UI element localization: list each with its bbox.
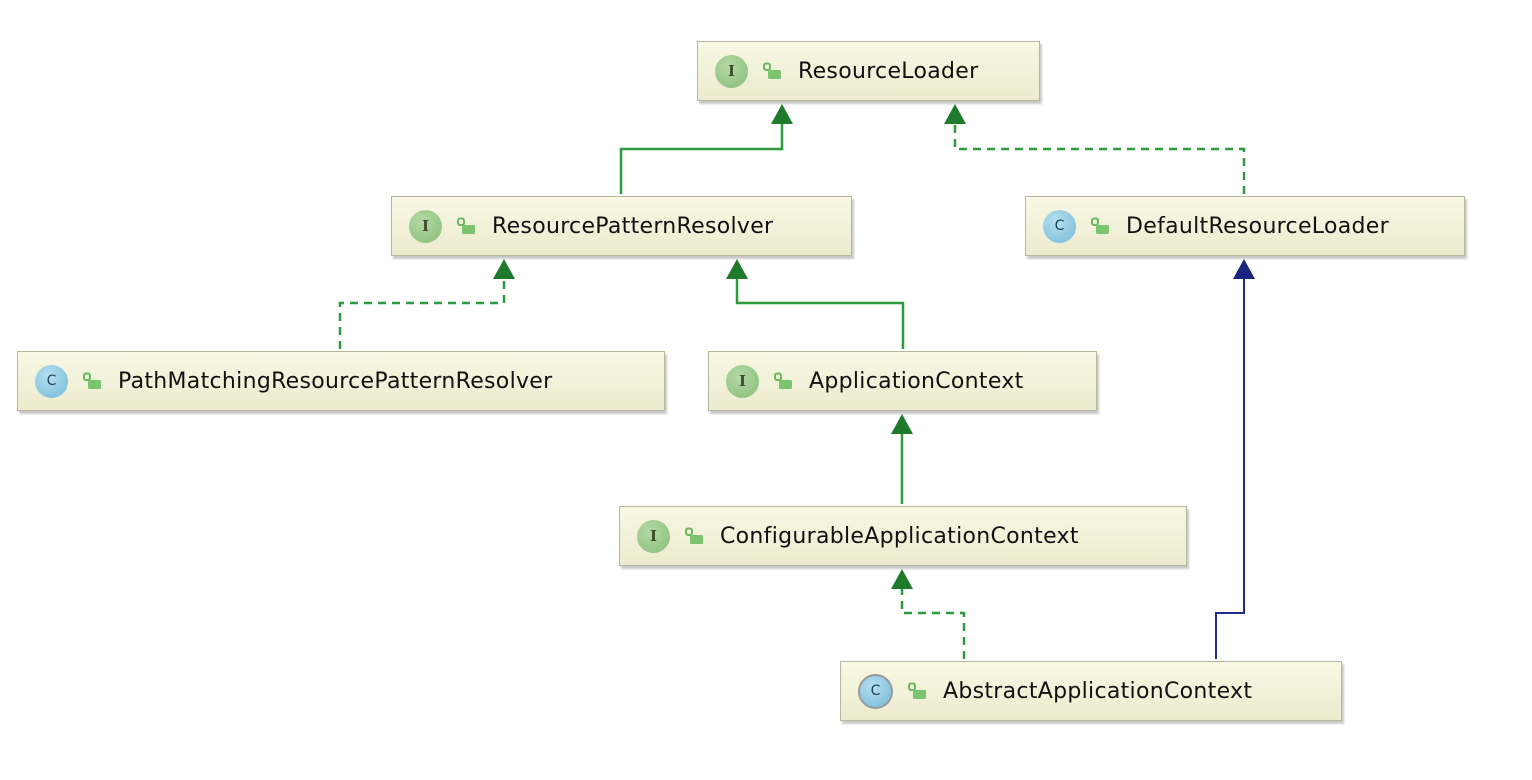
node-name: ConfigurableApplicationContext: [720, 523, 1079, 549]
class-badge-icon: C: [1043, 209, 1076, 243]
node-abstractapplicationcontext[interactable]: C AbstractApplicationContext: [840, 661, 1342, 721]
arrowhead: [944, 104, 966, 124]
edge-defaultresourceloader-to-resourceloader: [944, 104, 1246, 194]
node-name: ApplicationContext: [809, 368, 1024, 394]
edge-abstract-to-defaultresourceloader: [1215, 259, 1255, 659]
access-public-icon: [685, 527, 703, 544]
class-badge-icon: C: [35, 364, 68, 398]
arrowhead: [1233, 259, 1255, 279]
access-public-icon: [457, 217, 475, 234]
access-public-icon: [774, 372, 792, 389]
arrowhead: [726, 259, 748, 279]
node-name: ResourceLoader: [798, 58, 979, 84]
node-configurableapplicationcontext[interactable]: I ConfigurableApplicationContext: [619, 506, 1187, 566]
node-name: ResourcePatternResolver: [492, 213, 774, 239]
node-applicationcontext[interactable]: I ApplicationContext: [708, 351, 1097, 411]
interface-badge-icon: I: [726, 364, 759, 398]
edge-abstract-to-configurable: [891, 569, 966, 659]
access-public-icon: [1091, 217, 1109, 234]
node-name: PathMatchingResourcePatternResolver: [118, 368, 553, 394]
arrowhead: [771, 104, 793, 124]
interface-badge-icon: I: [409, 209, 442, 243]
edge-applicationcontext-to-resourcepatternresolver: [726, 259, 905, 349]
node-name: DefaultResourceLoader: [1126, 213, 1389, 239]
node-defaultresourceloader[interactable]: C DefaultResourceLoader: [1025, 196, 1465, 256]
edge-pathmatching-to-resourcepatternresolver: [338, 259, 515, 349]
arrowhead: [891, 569, 913, 589]
interface-badge-icon: I: [715, 54, 748, 88]
access-public-icon: [83, 372, 101, 389]
edge-resourcepatternresolver-to-resourceloader: [619, 104, 793, 194]
node-resourcepatternresolver[interactable]: I ResourcePatternResolver: [391, 196, 852, 256]
access-public-icon: [763, 62, 781, 79]
arrowhead: [493, 259, 515, 279]
edge-configurable-to-applicationcontext: [891, 414, 913, 504]
arrowhead: [891, 414, 913, 434]
node-pathmatchingresourcepatternresolver[interactable]: C PathMatchingResourcePatternResolver: [17, 351, 665, 411]
abstract-class-badge-icon: C: [858, 673, 893, 709]
access-public-icon: [908, 682, 926, 699]
interface-badge-icon: I: [637, 519, 670, 553]
node-name: AbstractApplicationContext: [943, 678, 1253, 704]
node-resourceloader[interactable]: I ResourceLoader: [697, 41, 1040, 101]
